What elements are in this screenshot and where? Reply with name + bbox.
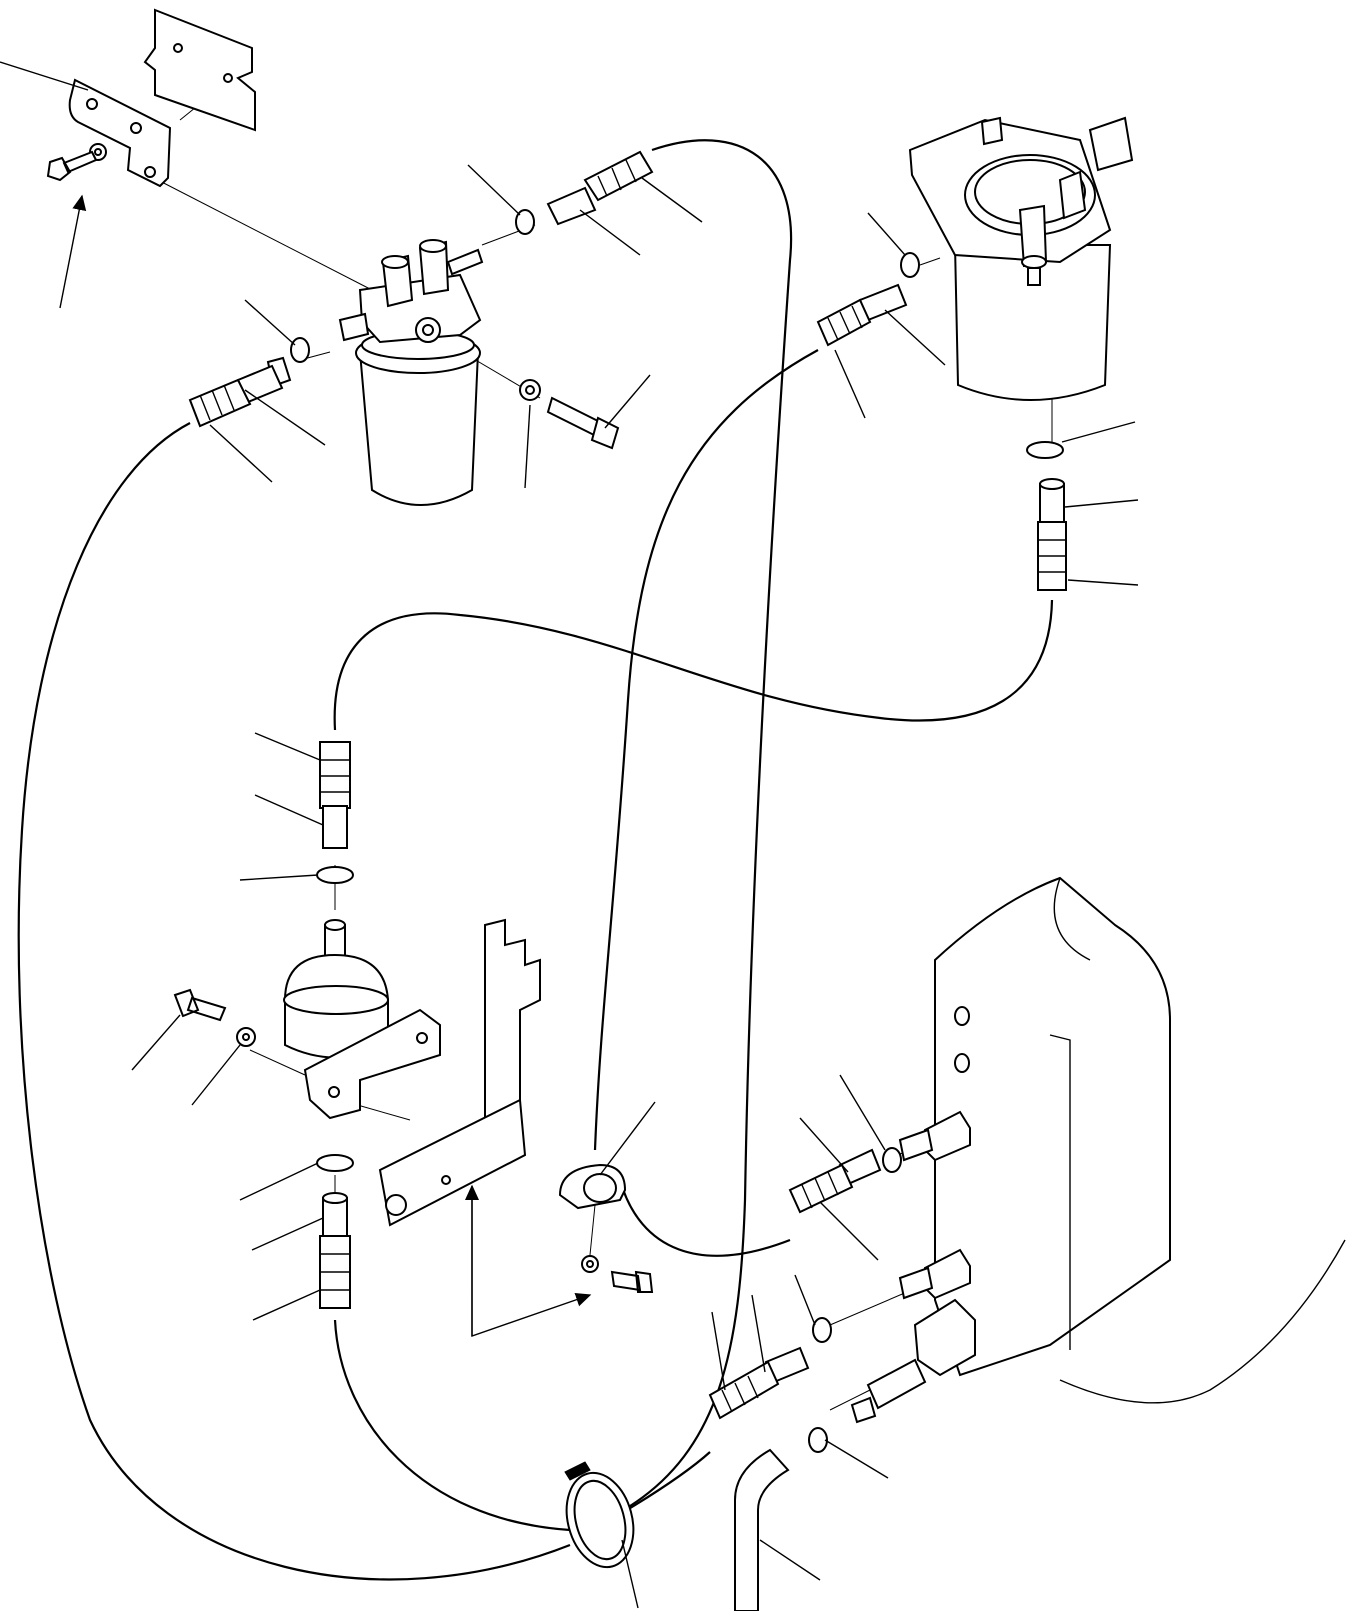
hose-sleeve-bl [708,1360,780,1420]
fitting-lower [913,1298,976,1377]
hose-clamp-to-fitting [618,1179,791,1257]
clamp-right-lower [1026,441,1064,459]
clamp-tc [515,209,535,235]
clamp-block-middle [812,1317,832,1343]
hose-ends-upper-left [188,337,310,428]
bent-drain-tube [734,1448,790,1611]
hose-ends-left-vertical [316,741,354,884]
arrow-up-left [59,194,87,309]
assembly-lines [151,77,1053,1411]
bolt-top-left [46,150,98,182]
leader-lines [0,61,1139,1609]
clamp-block-upper [882,1147,902,1173]
fuel-filter-upper-left [338,239,484,506]
wall-plate [143,8,256,132]
hose-ends-right-upper [816,283,908,347]
band-clamp-bottom [564,1461,635,1569]
hose-clip-center [558,1163,654,1293]
filter-mount-bolt [519,379,620,450]
hose-sleeve-ul [188,378,252,428]
clamp-ul [290,337,310,363]
fuel-hoses [17,139,1054,1581]
hose-left-loop [17,422,571,1581]
engine-block [850,876,1346,1424]
hose-nipple-lv [322,805,348,849]
direction-arrows [59,194,592,1337]
support-rail [378,918,541,1227]
hose-lower-left [333,1319,571,1532]
hose-sleeve-lv [319,741,351,809]
hose-lower-right [626,1451,711,1511]
bolt-clip [610,1270,654,1293]
hose-ends-top-center [515,150,654,235]
clamp-block-lower [808,1427,828,1453]
hose-ends-block-upper [788,1148,882,1214]
hose-ends-right-vertical [1026,441,1067,591]
hose-middle-wave [333,599,1054,731]
clamp-right-upper [900,252,920,278]
clamp-lv [316,866,354,884]
hose-upper-s [593,349,819,1151]
hose-sleeve-tc [583,150,654,202]
inline-fuel-filter [173,919,441,1120]
bolt-filter [173,988,227,1022]
hose-sleeve-bu [788,1163,854,1214]
hose-ends-left-lower [316,1154,354,1309]
hose-ends-block-lower [708,1346,810,1420]
mounting-bracket-top [46,8,256,188]
block-clamps [808,1147,902,1453]
fuel-water-separator-right [900,116,1134,401]
hose-sleeve-ru [816,298,872,347]
clamp-ll [316,1154,354,1172]
arrow-elbow-bottom [471,1192,592,1337]
hose-nipple-tc [546,186,597,226]
hose-center-long [626,139,793,1509]
